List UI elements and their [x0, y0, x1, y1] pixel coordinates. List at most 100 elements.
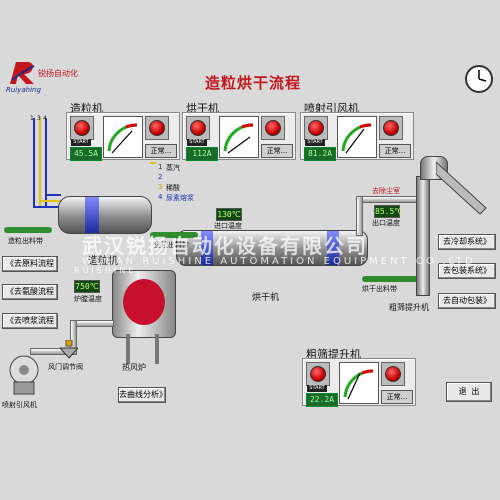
inlet-temp-label: 进口温度 — [214, 222, 242, 230]
outlet-temp-readout: 85.5℃ — [374, 205, 404, 218]
nav-acid-button[interactable]: 《去氨酸流程 — [2, 284, 58, 300]
screen-lift-panel: START 22.2A 正常... — [302, 358, 416, 407]
legend-item: 稀酸 — [166, 184, 180, 192]
ammeter-gauge — [337, 116, 377, 158]
dryer-drum[interactable] — [176, 230, 368, 266]
nav-spray-button[interactable]: 《去喷浆流程 — [2, 313, 58, 329]
screen-lift-panel-title: 粗筛提升机 — [306, 348, 361, 361]
bucket-elevator[interactable] — [416, 176, 430, 296]
legend-swatch — [150, 162, 156, 164]
legend-number: 2 — [158, 173, 163, 181]
pipe-number: 1 — [30, 115, 34, 122]
belt-label: 造粒出料带 — [154, 241, 189, 249]
air-pipe — [72, 320, 114, 327]
injection-fan-icon[interactable] — [6, 350, 42, 396]
furnace-temp-label: 炉膛温度 — [74, 295, 102, 303]
conveyor-belt — [150, 232, 198, 238]
status-lamp-icon — [74, 120, 90, 136]
pipe-line — [45, 118, 47, 208]
fan-panel-title: 喷射引风机 — [304, 102, 359, 115]
legend-item: 尿素熔浆 — [166, 194, 194, 202]
state-box: 正常... — [261, 144, 293, 158]
belt-label: 造粒出料带 — [8, 237, 43, 245]
pipe-line — [39, 200, 61, 202]
granulator-label: 造粒机 — [88, 256, 118, 267]
start-button[interactable]: START — [305, 139, 325, 146]
dust-collector-label: 去除尘室 — [372, 187, 400, 195]
dryer-panel: START 112A 正常... — [182, 112, 296, 161]
status-lamp-icon — [190, 120, 206, 136]
furnace-flame — [123, 279, 165, 325]
legend-number: 1 — [158, 163, 163, 171]
nav-packing-button[interactable]: 去包装系统》 — [438, 263, 496, 279]
alarm-lamp-icon — [383, 120, 399, 136]
page-title: 造粒烘干流程 — [205, 74, 302, 92]
clock-icon — [465, 65, 493, 93]
granulator-panel-title: 造粒机 — [70, 102, 103, 115]
watermark-en: WUHAN RUISHINE AUTOMATION EQUIPMENT CO.,… — [82, 256, 476, 267]
nav-raw-material-button[interactable]: 《去原料流程 — [2, 256, 58, 272]
fan-label: 喷射引风机 — [2, 401, 37, 409]
exit-button-label: 退 出 — [458, 387, 480, 396]
outlet-temp-label: 出口温度 — [372, 219, 400, 227]
conveyor-belt — [4, 227, 52, 233]
granulator-drum[interactable] — [58, 196, 152, 234]
furnace-leg — [126, 334, 130, 364]
dust-pipe — [356, 196, 418, 203]
start-button[interactable]: START — [187, 139, 207, 146]
alarm-lamp-icon — [265, 120, 281, 136]
nav-auto-packing-button[interactable]: 去自动包装》 — [438, 293, 496, 309]
fan-panel: START 81.2A 正常... — [300, 112, 414, 161]
state-box: 正常... — [381, 390, 413, 404]
logo-english: Ruiyahing — [6, 86, 41, 94]
current-readout: 22.2A — [306, 393, 338, 407]
granulator-panel: START 45.5A 正常... — [66, 112, 180, 161]
drum-ring — [85, 197, 99, 233]
state-box: 正常... — [145, 144, 177, 158]
pipe-line — [39, 118, 41, 208]
legend-number: 4 — [158, 193, 163, 201]
air-pipe — [30, 348, 77, 355]
drum-ring — [327, 231, 339, 265]
company-logo-icon — [10, 62, 35, 84]
ammeter-gauge — [103, 116, 143, 158]
status-lamp-icon — [310, 366, 326, 382]
pipe-number: 3 — [37, 115, 41, 122]
current-readout: 45.5A — [70, 147, 102, 161]
lift-label: 粗筛提升机 — [389, 303, 429, 312]
status-lamp-icon — [308, 120, 324, 136]
furnace-label: 热风炉 — [122, 363, 146, 372]
damper-valve-icon[interactable] — [60, 340, 78, 360]
furnace-temp-readout: 750℃ — [74, 280, 100, 293]
ammeter-gauge — [219, 116, 259, 158]
inlet-temp-readout: 130℃ — [216, 208, 242, 221]
start-button[interactable]: START — [71, 139, 91, 146]
drum-ring — [201, 231, 213, 265]
alarm-lamp-icon — [149, 120, 165, 136]
conveyor-belt — [362, 276, 420, 282]
pipe-line — [33, 118, 35, 208]
dryer-panel-title: 烘干机 — [186, 102, 219, 115]
state-box: 正常... — [379, 144, 411, 158]
ammeter-gauge — [339, 362, 379, 404]
exit-button[interactable]: 退 出 — [446, 382, 492, 402]
elevator-chute-icon — [436, 161, 487, 215]
current-readout: 112A — [186, 147, 218, 161]
pipe-line — [33, 206, 61, 208]
logo-name: 锐扬自动化 — [38, 69, 78, 78]
hot-air-furnace[interactable] — [112, 270, 176, 338]
damper-label: 风门调节阀 — [48, 363, 83, 371]
watermark-cn: 武汉锐扬自动化设备有限公司 — [82, 234, 368, 258]
current-readout: 81.2A — [304, 147, 336, 161]
furnace-leg — [155, 334, 159, 364]
alarm-lamp-icon — [385, 366, 401, 382]
curve-analysis-button[interactable]: 去曲线分析》 — [118, 387, 167, 403]
belt-label: 烘干出料带 — [362, 285, 397, 293]
nav-cooling-button[interactable]: 去冷却系统》 — [438, 234, 496, 250]
legend-item: 蒸汽 — [166, 164, 180, 172]
watermark-brand: RUISHINE — [74, 266, 137, 275]
dryer-label: 烘干机 — [252, 293, 280, 303]
pipe-line — [45, 194, 61, 196]
start-button[interactable]: START — [307, 385, 327, 392]
